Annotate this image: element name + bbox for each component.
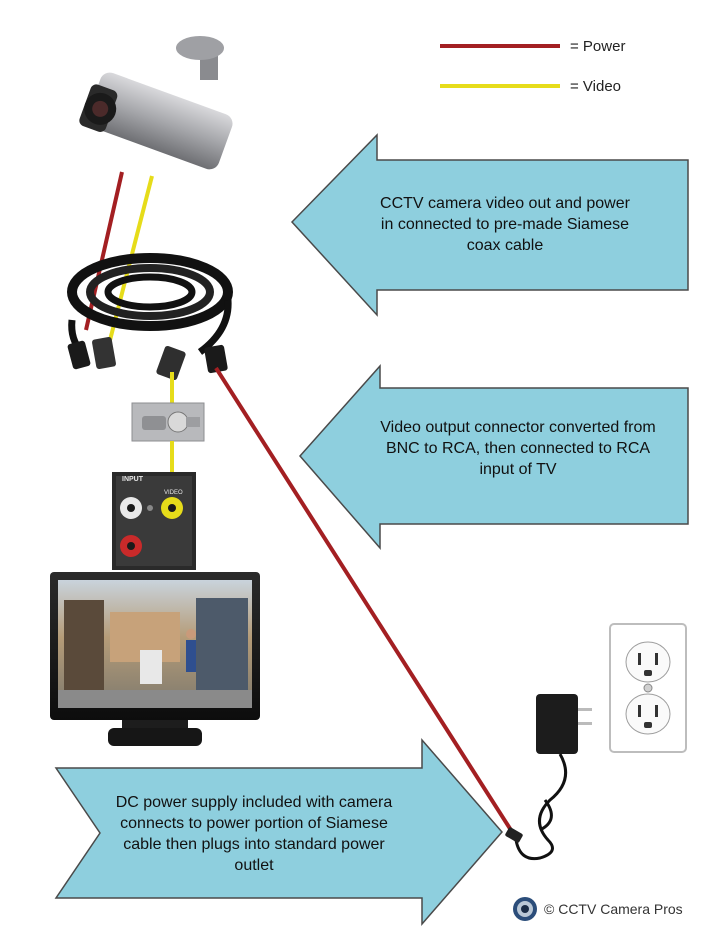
- tv-panel-input-label: INPUT: [122, 476, 143, 483]
- wall-outlet-icon: [609, 623, 687, 753]
- siamese-power-cable: [214, 366, 518, 840]
- tv-panel-video-label: VIDEO: [164, 490, 183, 496]
- callout-arrow-camera: [290, 133, 689, 317]
- dc-power-adapter-icon: [505, 694, 592, 861]
- camera-lens-logo-icon: [513, 897, 537, 921]
- tv-input-panel: [112, 472, 196, 570]
- callout-power-text: DC power supply included with camera con…: [115, 794, 393, 874]
- cctv-camera-icon: [79, 36, 233, 170]
- callout-arrow-power: [54, 737, 503, 927]
- tv-monitor-icon: [50, 572, 260, 746]
- legend: [440, 44, 560, 88]
- callout-video-text: Video output connector converted from BN…: [380, 419, 656, 478]
- bnc-to-rca-adapter-icon: [131, 402, 205, 442]
- legend-video-label: = Video: [570, 78, 622, 95]
- footer-text: © CCTV Camera Pros: [544, 901, 683, 917]
- callout-arrow-video: [299, 364, 689, 551]
- legend-power-label: = Power: [570, 38, 626, 55]
- callout-camera-text: CCTV camera video out and power in conne…: [380, 195, 630, 254]
- footer-credit: © CCTV Camera Pros: [512, 896, 683, 922]
- siamese-cable-coil-icon: [67, 253, 233, 381]
